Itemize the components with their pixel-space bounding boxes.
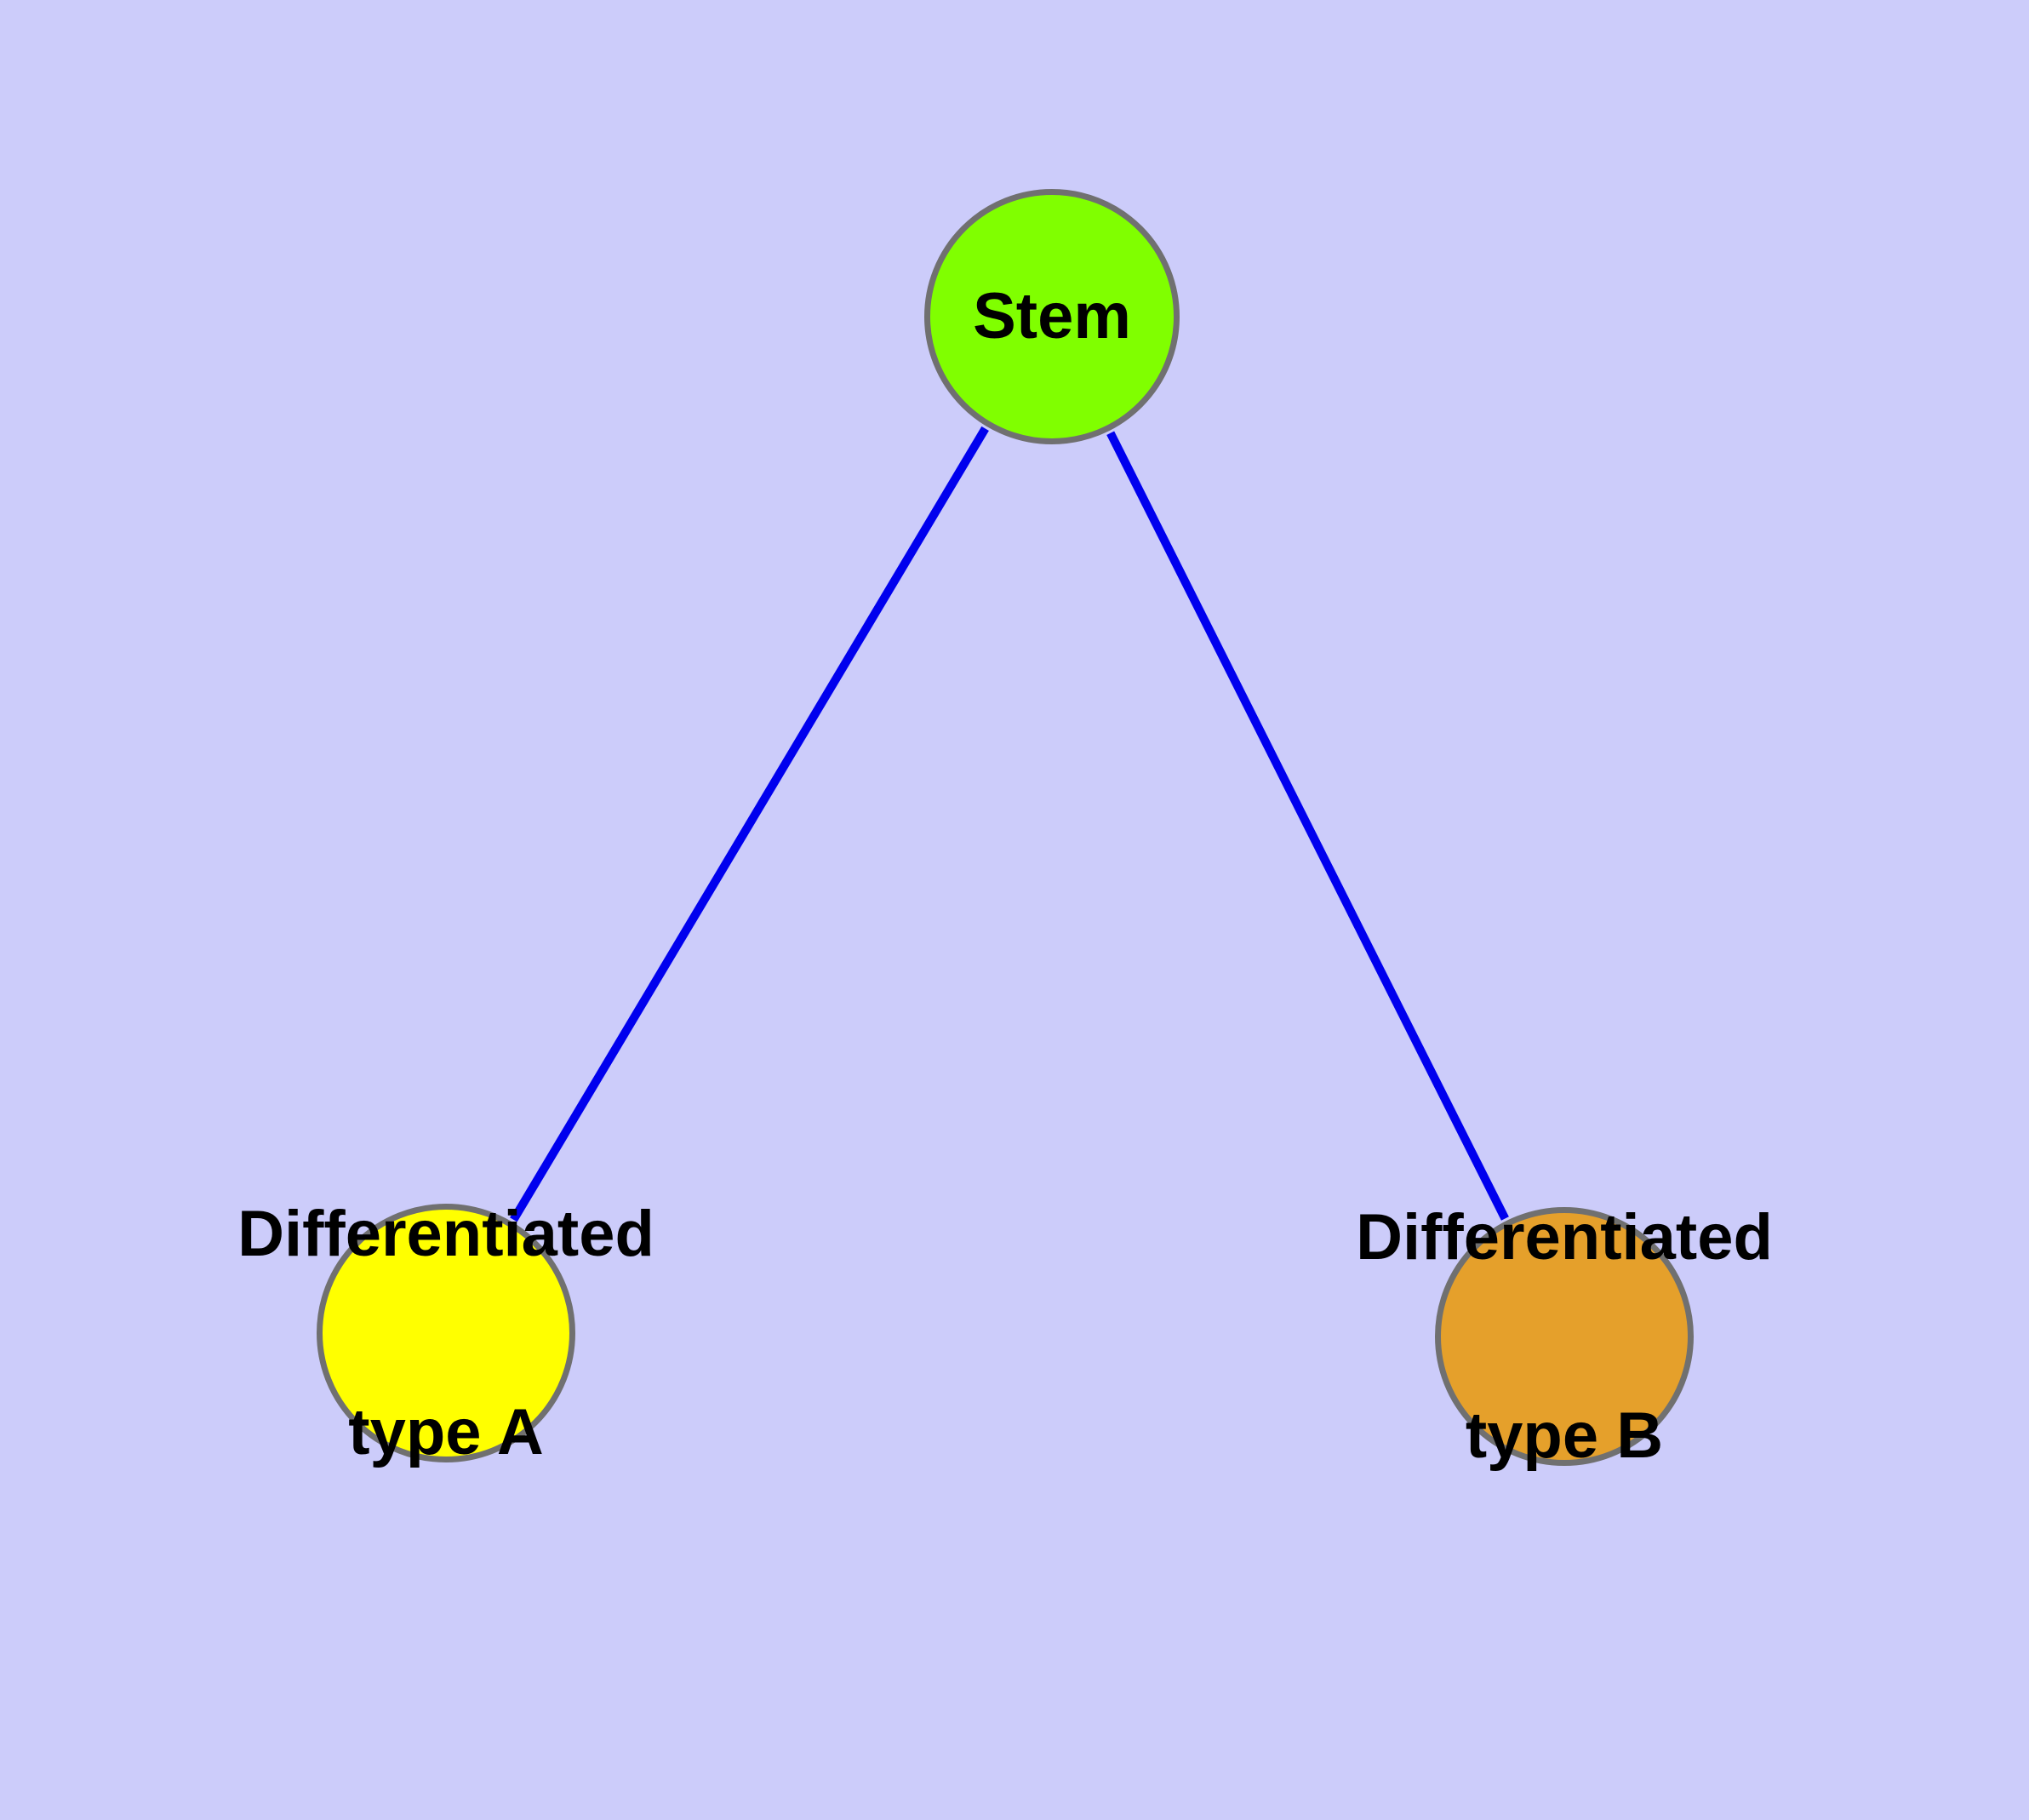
node-stem[interactable] (924, 189, 1180, 444)
edge-stem-to-differentiated-type-b[interactable] (1106, 431, 1509, 1221)
edge-stem-to-differentiated-type-a[interactable] (510, 426, 989, 1222)
node-differentiated-type-b[interactable] (1435, 1207, 1694, 1466)
node-differentiated-type-a[interactable] (317, 1204, 575, 1462)
